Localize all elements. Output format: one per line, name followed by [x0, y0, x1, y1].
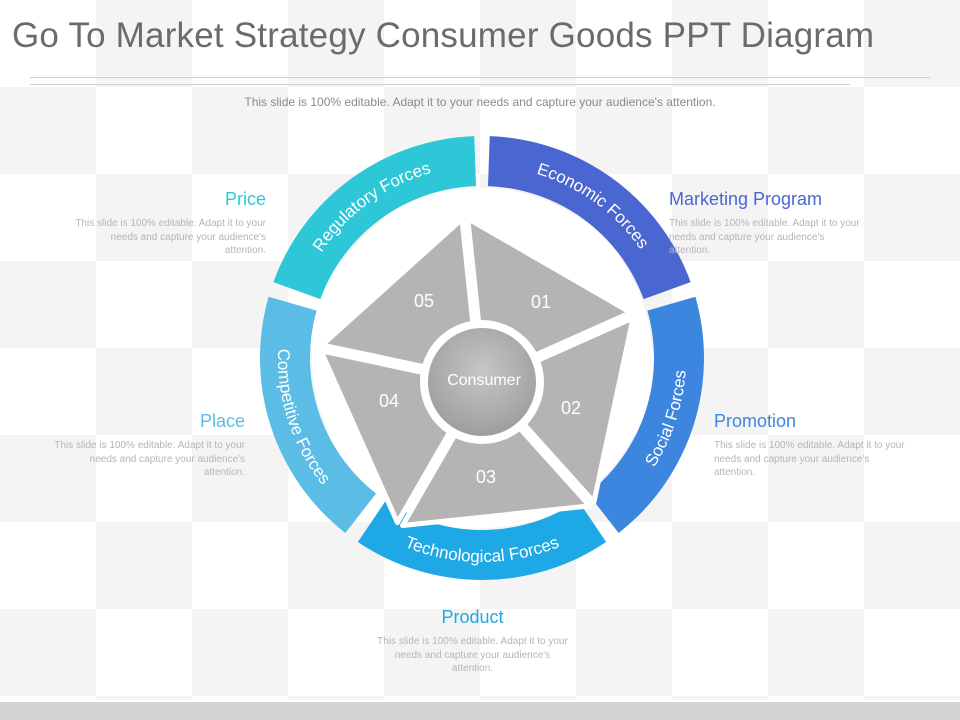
slide-subtitle: This slide is 100% editable. Adapt it to…	[244, 95, 716, 109]
label-description: This slide is 100% editable. Adapt it to…	[54, 440, 245, 478]
label-heading: Promotion	[714, 411, 797, 431]
center-label: Consumer	[447, 372, 521, 389]
label-marketing-program: Marketing Program This slide is 100% edi…	[669, 189, 864, 258]
label-description: This slide is 100% editable. Adapt it to…	[377, 636, 568, 674]
label-description: This slide is 100% editable. Adapt it to…	[714, 440, 905, 478]
ring-segment-05	[273, 136, 476, 300]
wedge-number-04: 04	[379, 391, 399, 411]
label-promotion: Promotion This slide is 100% editable. A…	[714, 411, 909, 480]
label-heading: Place	[199, 411, 245, 431]
wedge-number-05: 05	[414, 291, 434, 311]
label-description: This slide is 100% editable. Adapt it to…	[669, 218, 860, 256]
ring-segment-02	[587, 296, 705, 533]
pentagon-wedge-03	[400, 384, 593, 529]
label-heading: Product	[441, 607, 504, 627]
label-price: Price This slide is 100% editable. Adapt…	[71, 189, 266, 258]
label-description: This slide is 100% editable. Adapt it to…	[75, 218, 266, 256]
ring-segment-01	[488, 136, 691, 300]
label-place: Place This slide is 100% editable. Adapt…	[50, 411, 245, 480]
center-circle	[428, 328, 536, 436]
pentagon-wedge-02	[484, 315, 636, 505]
label-product: Product This slide is 100% editable. Ada…	[375, 607, 570, 676]
title-divider-bottom	[30, 84, 850, 85]
wedge-number-02: 02	[561, 398, 581, 418]
wedge-number-03: 03	[476, 467, 496, 487]
slide-title: Go To Market Strategy Consumer Goods PPT…	[12, 16, 875, 55]
label-heading: Marketing Program	[669, 189, 823, 209]
bottom-bar	[0, 702, 960, 720]
title-divider-top	[30, 77, 930, 78]
wedge-number-01: 01	[531, 292, 551, 312]
label-heading: Price	[224, 189, 266, 209]
ring-segment-04	[260, 296, 377, 533]
